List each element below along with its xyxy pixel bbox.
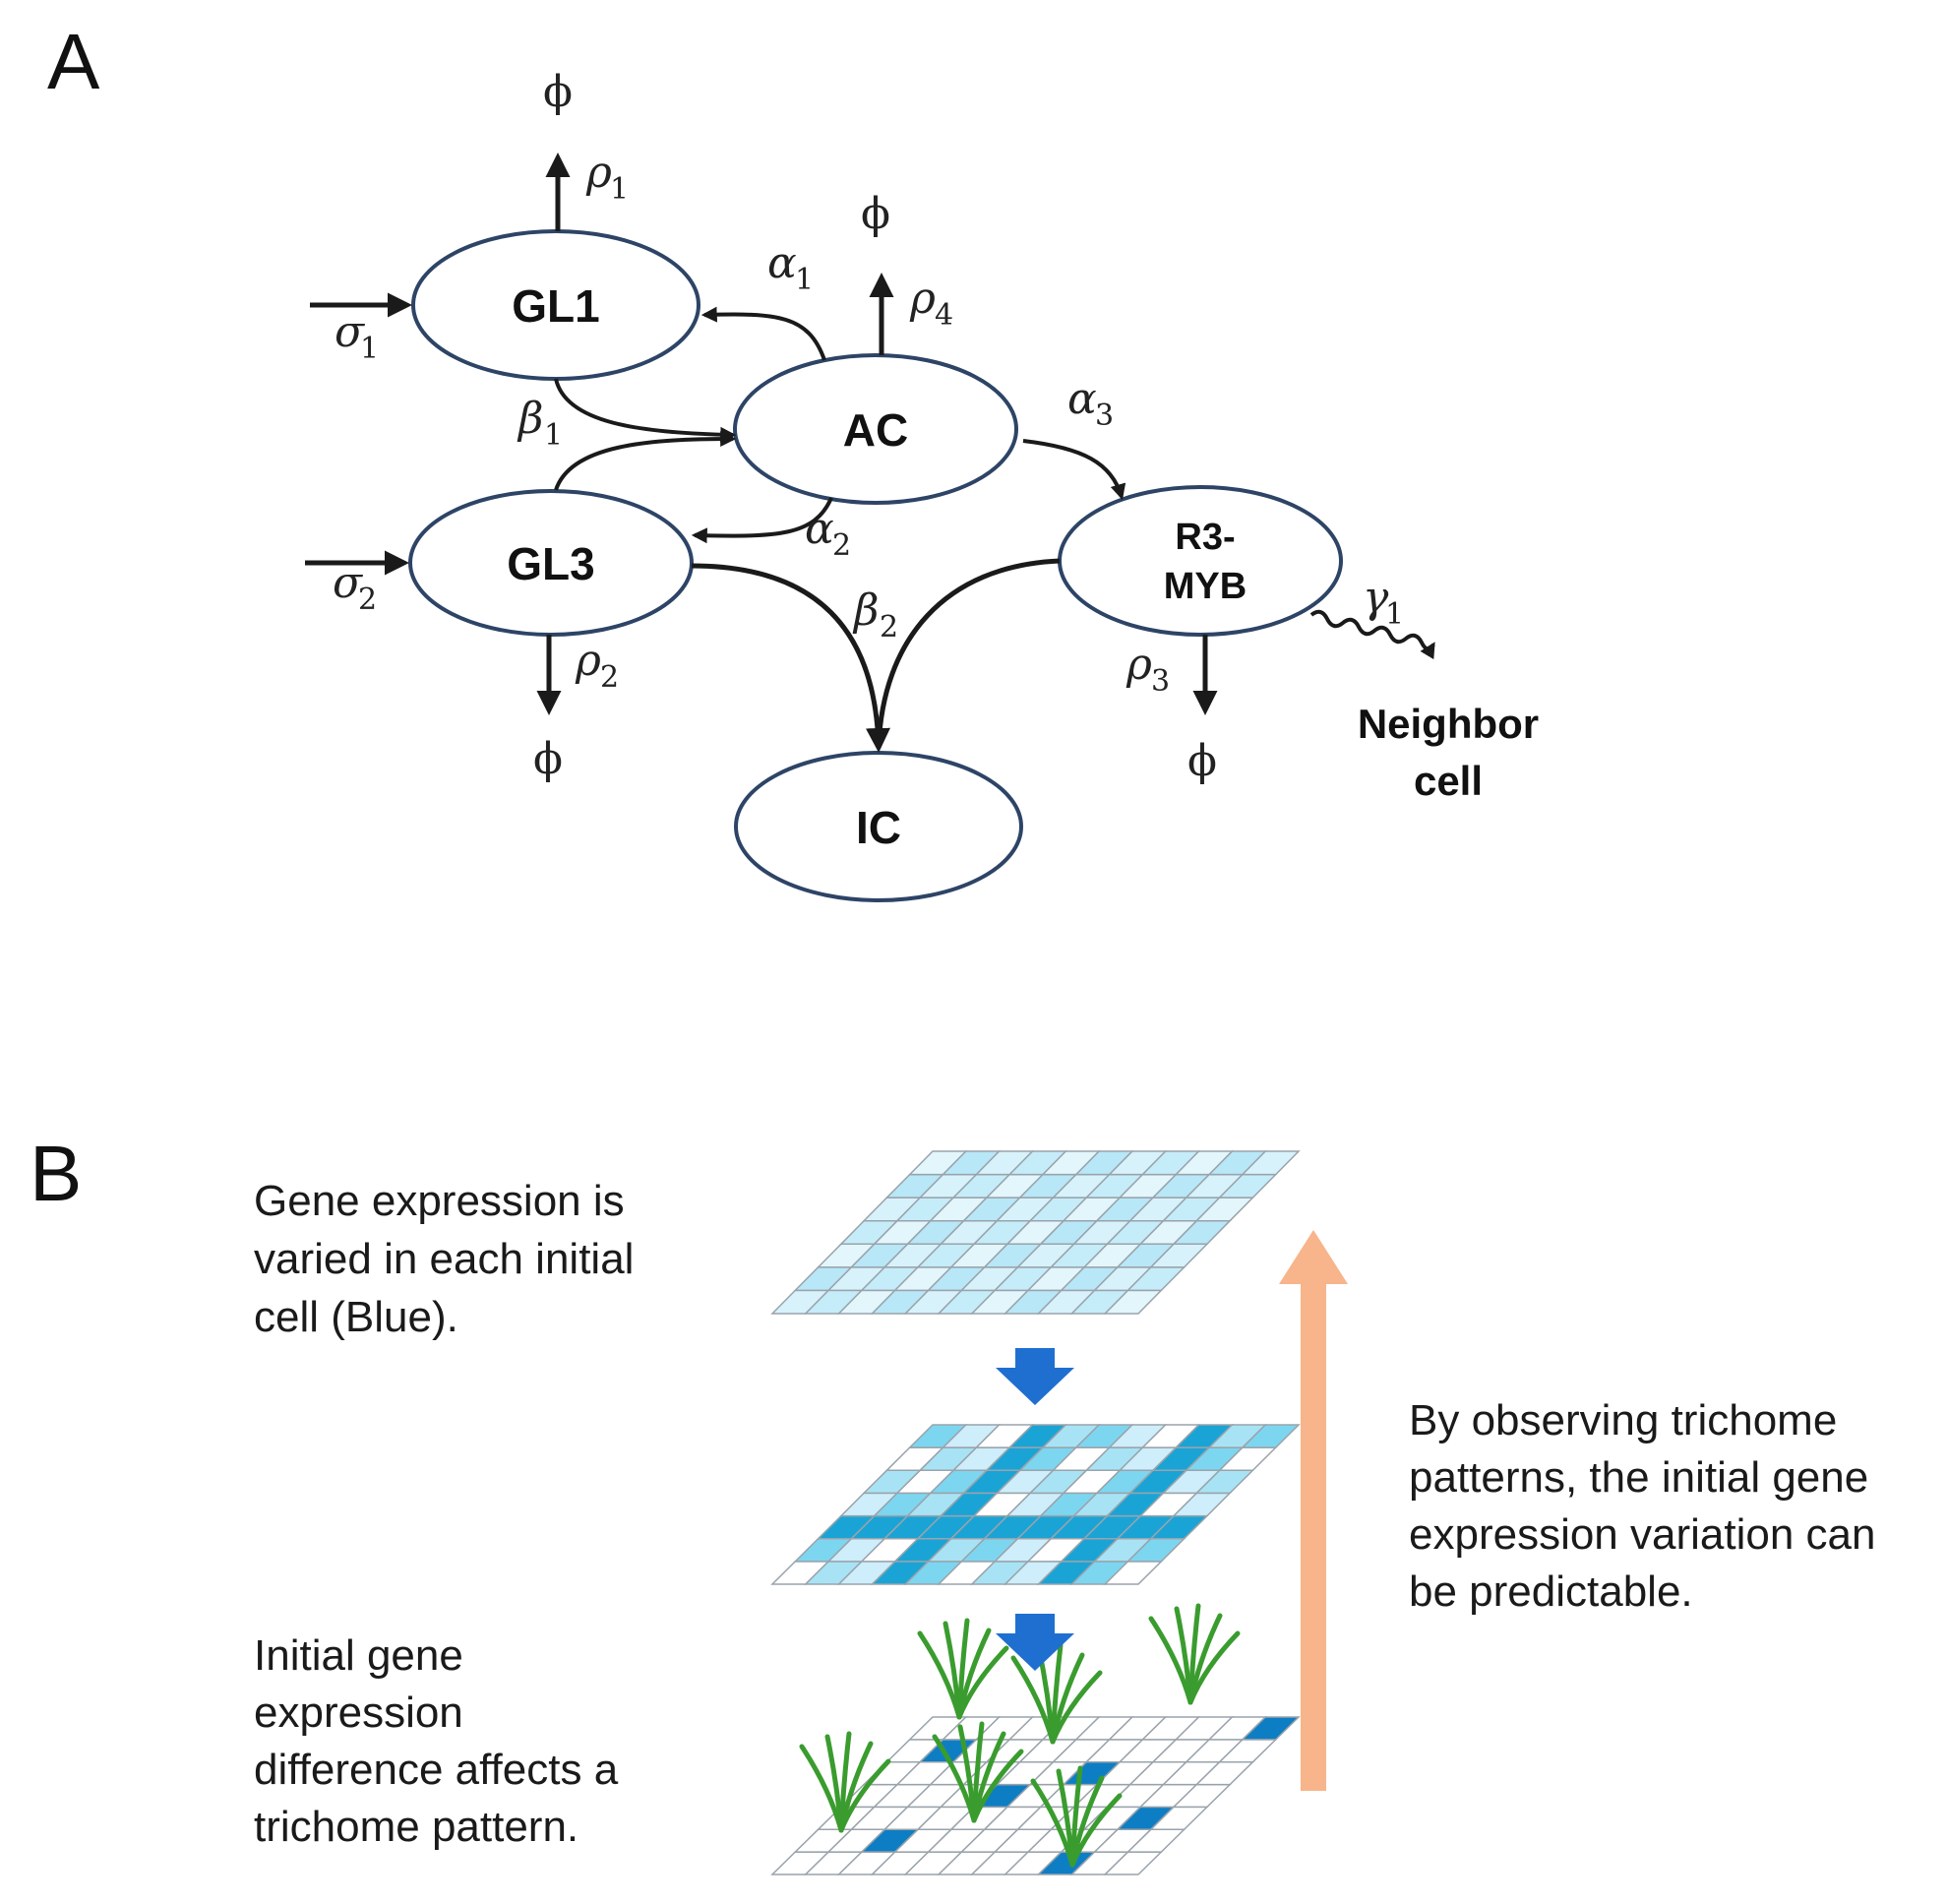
svg-text:be predictable.: be predictable. <box>1409 1567 1693 1616</box>
node-ac: AC <box>733 353 1018 505</box>
edge-gamma1-to-neighbor <box>1309 609 1435 660</box>
down-arrow-1 <box>996 1348 1074 1405</box>
edge-beta1-gl1-to-ac <box>554 378 737 443</box>
trichome-branch <box>838 1758 891 1833</box>
svg-text:ρ: ρ <box>909 274 936 324</box>
edge-beta2-r3myb-to-ic <box>876 558 1061 749</box>
param-rho1: ρ 1 <box>585 148 629 207</box>
edge-beta2-gl3-to-ic <box>691 563 890 753</box>
node-r3myb: R3- MYB <box>1058 485 1343 637</box>
bottom-text: Initial gene expression difference affec… <box>254 1631 619 1851</box>
top-text: Gene expression is varied in each initia… <box>254 1177 634 1341</box>
edge-alpha2-ac-to-gl3 <box>691 497 833 544</box>
svg-text:1: 1 <box>1385 597 1404 632</box>
svg-text:ρ: ρ <box>1126 640 1152 690</box>
svg-text:β: β <box>517 394 543 444</box>
svg-text:1: 1 <box>610 172 629 207</box>
svg-text:α: α <box>767 238 797 288</box>
svg-text:4: 4 <box>935 298 953 333</box>
svg-text:σ: σ <box>333 558 364 608</box>
svg-text:patterns, the initial gene: patterns, the initial gene <box>1409 1453 1868 1502</box>
svg-text:expression: expression <box>254 1689 463 1737</box>
svg-text:α: α <box>1067 374 1097 424</box>
node-gl1: GL1 <box>411 229 700 381</box>
svg-text:difference affects a: difference affects a <box>254 1746 619 1794</box>
param-gamma1: γ 1 <box>1363 573 1404 632</box>
svg-text:Initial gene: Initial gene <box>254 1631 463 1680</box>
up-arrow <box>1279 1230 1348 1791</box>
svg-text:varied in each initial: varied in each initial <box>254 1235 634 1283</box>
param-alpha1: α 1 <box>767 238 814 297</box>
node-gl3-label: GL3 <box>507 538 594 589</box>
svg-text:ρ: ρ <box>575 636 601 686</box>
param-rho2: ρ 2 <box>575 636 619 695</box>
svg-text:1: 1 <box>795 263 814 297</box>
svg-text:By observing trichome: By observing trichome <box>1409 1396 1837 1444</box>
svg-text:Gene expression is: Gene expression is <box>254 1177 625 1225</box>
svg-text:cell (Blue).: cell (Blue). <box>254 1293 458 1341</box>
param-rho4: ρ 4 <box>909 274 953 333</box>
panel-b-letter: B <box>30 1130 82 1217</box>
svg-text:expression variation can: expression variation can <box>1409 1510 1875 1559</box>
trichome-branch <box>971 1749 1024 1823</box>
node-gl1-label: GL1 <box>512 280 599 332</box>
param-alpha2: α 2 <box>805 504 851 563</box>
node-r3myb-shape <box>1058 485 1343 637</box>
svg-text:3: 3 <box>1151 664 1170 699</box>
svg-text:α: α <box>805 504 834 554</box>
phi-gl1: ϕ <box>543 67 573 117</box>
trichome-branch <box>956 1645 1009 1720</box>
panel-b: B Gene expression is varied in each init… <box>30 1130 1875 1875</box>
node-ic-label: IC <box>856 802 901 853</box>
grid-cell <box>1241 1716 1301 1741</box>
trichome-pattern-grid <box>770 1716 1301 1875</box>
trichome-branch <box>1050 1670 1103 1745</box>
param-beta2: β 2 <box>852 585 898 645</box>
expression-pattern-grid <box>770 1424 1301 1585</box>
panel-a-letter: A <box>47 18 100 105</box>
svg-text:ρ: ρ <box>585 148 612 198</box>
initial-expression-grid <box>770 1150 1301 1315</box>
param-alpha3: α 3 <box>1067 374 1114 433</box>
edge-alpha3-ac-to-r3myb <box>1022 439 1126 501</box>
svg-text:σ: σ <box>335 307 366 357</box>
svg-text:β: β <box>852 585 879 636</box>
node-ac-label: AC <box>843 404 908 456</box>
phi-gl3: ϕ <box>533 734 563 784</box>
trichomes <box>799 1603 1241 1868</box>
svg-text:trichome pattern.: trichome pattern. <box>254 1803 578 1851</box>
param-sigma1: σ 1 <box>335 307 379 366</box>
trichome-branch <box>1187 1630 1241 1705</box>
grid-cell <box>1241 1424 1301 1448</box>
phi-ac: ϕ <box>861 189 890 239</box>
neighbor-cell-label-2: cell <box>1414 758 1483 804</box>
svg-text:γ: γ <box>1363 573 1389 623</box>
param-sigma2: σ 2 <box>333 558 377 617</box>
param-rho3: ρ 3 <box>1126 640 1170 699</box>
svg-text:2: 2 <box>358 583 377 617</box>
node-r3myb-label-2: MYB <box>1164 566 1247 607</box>
edge-alpha1-ac-to-gl1 <box>700 306 826 361</box>
panel-a: A GL1 AC GL3 R3- MYB IC <box>47 18 1539 902</box>
svg-text:1: 1 <box>360 332 379 366</box>
down-arrow-2 <box>996 1614 1074 1671</box>
right-text: By observing trichome patterns, the init… <box>1409 1396 1875 1616</box>
svg-text:1: 1 <box>544 418 563 453</box>
edge-beta1-gl3-to-ac <box>554 431 737 491</box>
phi-r3myb: ϕ <box>1187 736 1217 786</box>
grid-cell <box>1241 1150 1301 1176</box>
svg-text:2: 2 <box>600 660 619 695</box>
trichome-branch <box>1069 1793 1123 1868</box>
svg-text:3: 3 <box>1095 399 1114 433</box>
node-r3myb-label-1: R3- <box>1175 517 1235 558</box>
node-gl3: GL3 <box>408 489 694 637</box>
svg-text:2: 2 <box>832 528 851 563</box>
node-ic: IC <box>734 751 1023 902</box>
neighbor-cell-label-1: Neighbor <box>1358 701 1539 747</box>
param-beta1: β 1 <box>517 394 563 453</box>
svg-text:2: 2 <box>880 610 898 645</box>
node-ic-shape <box>734 751 1023 902</box>
